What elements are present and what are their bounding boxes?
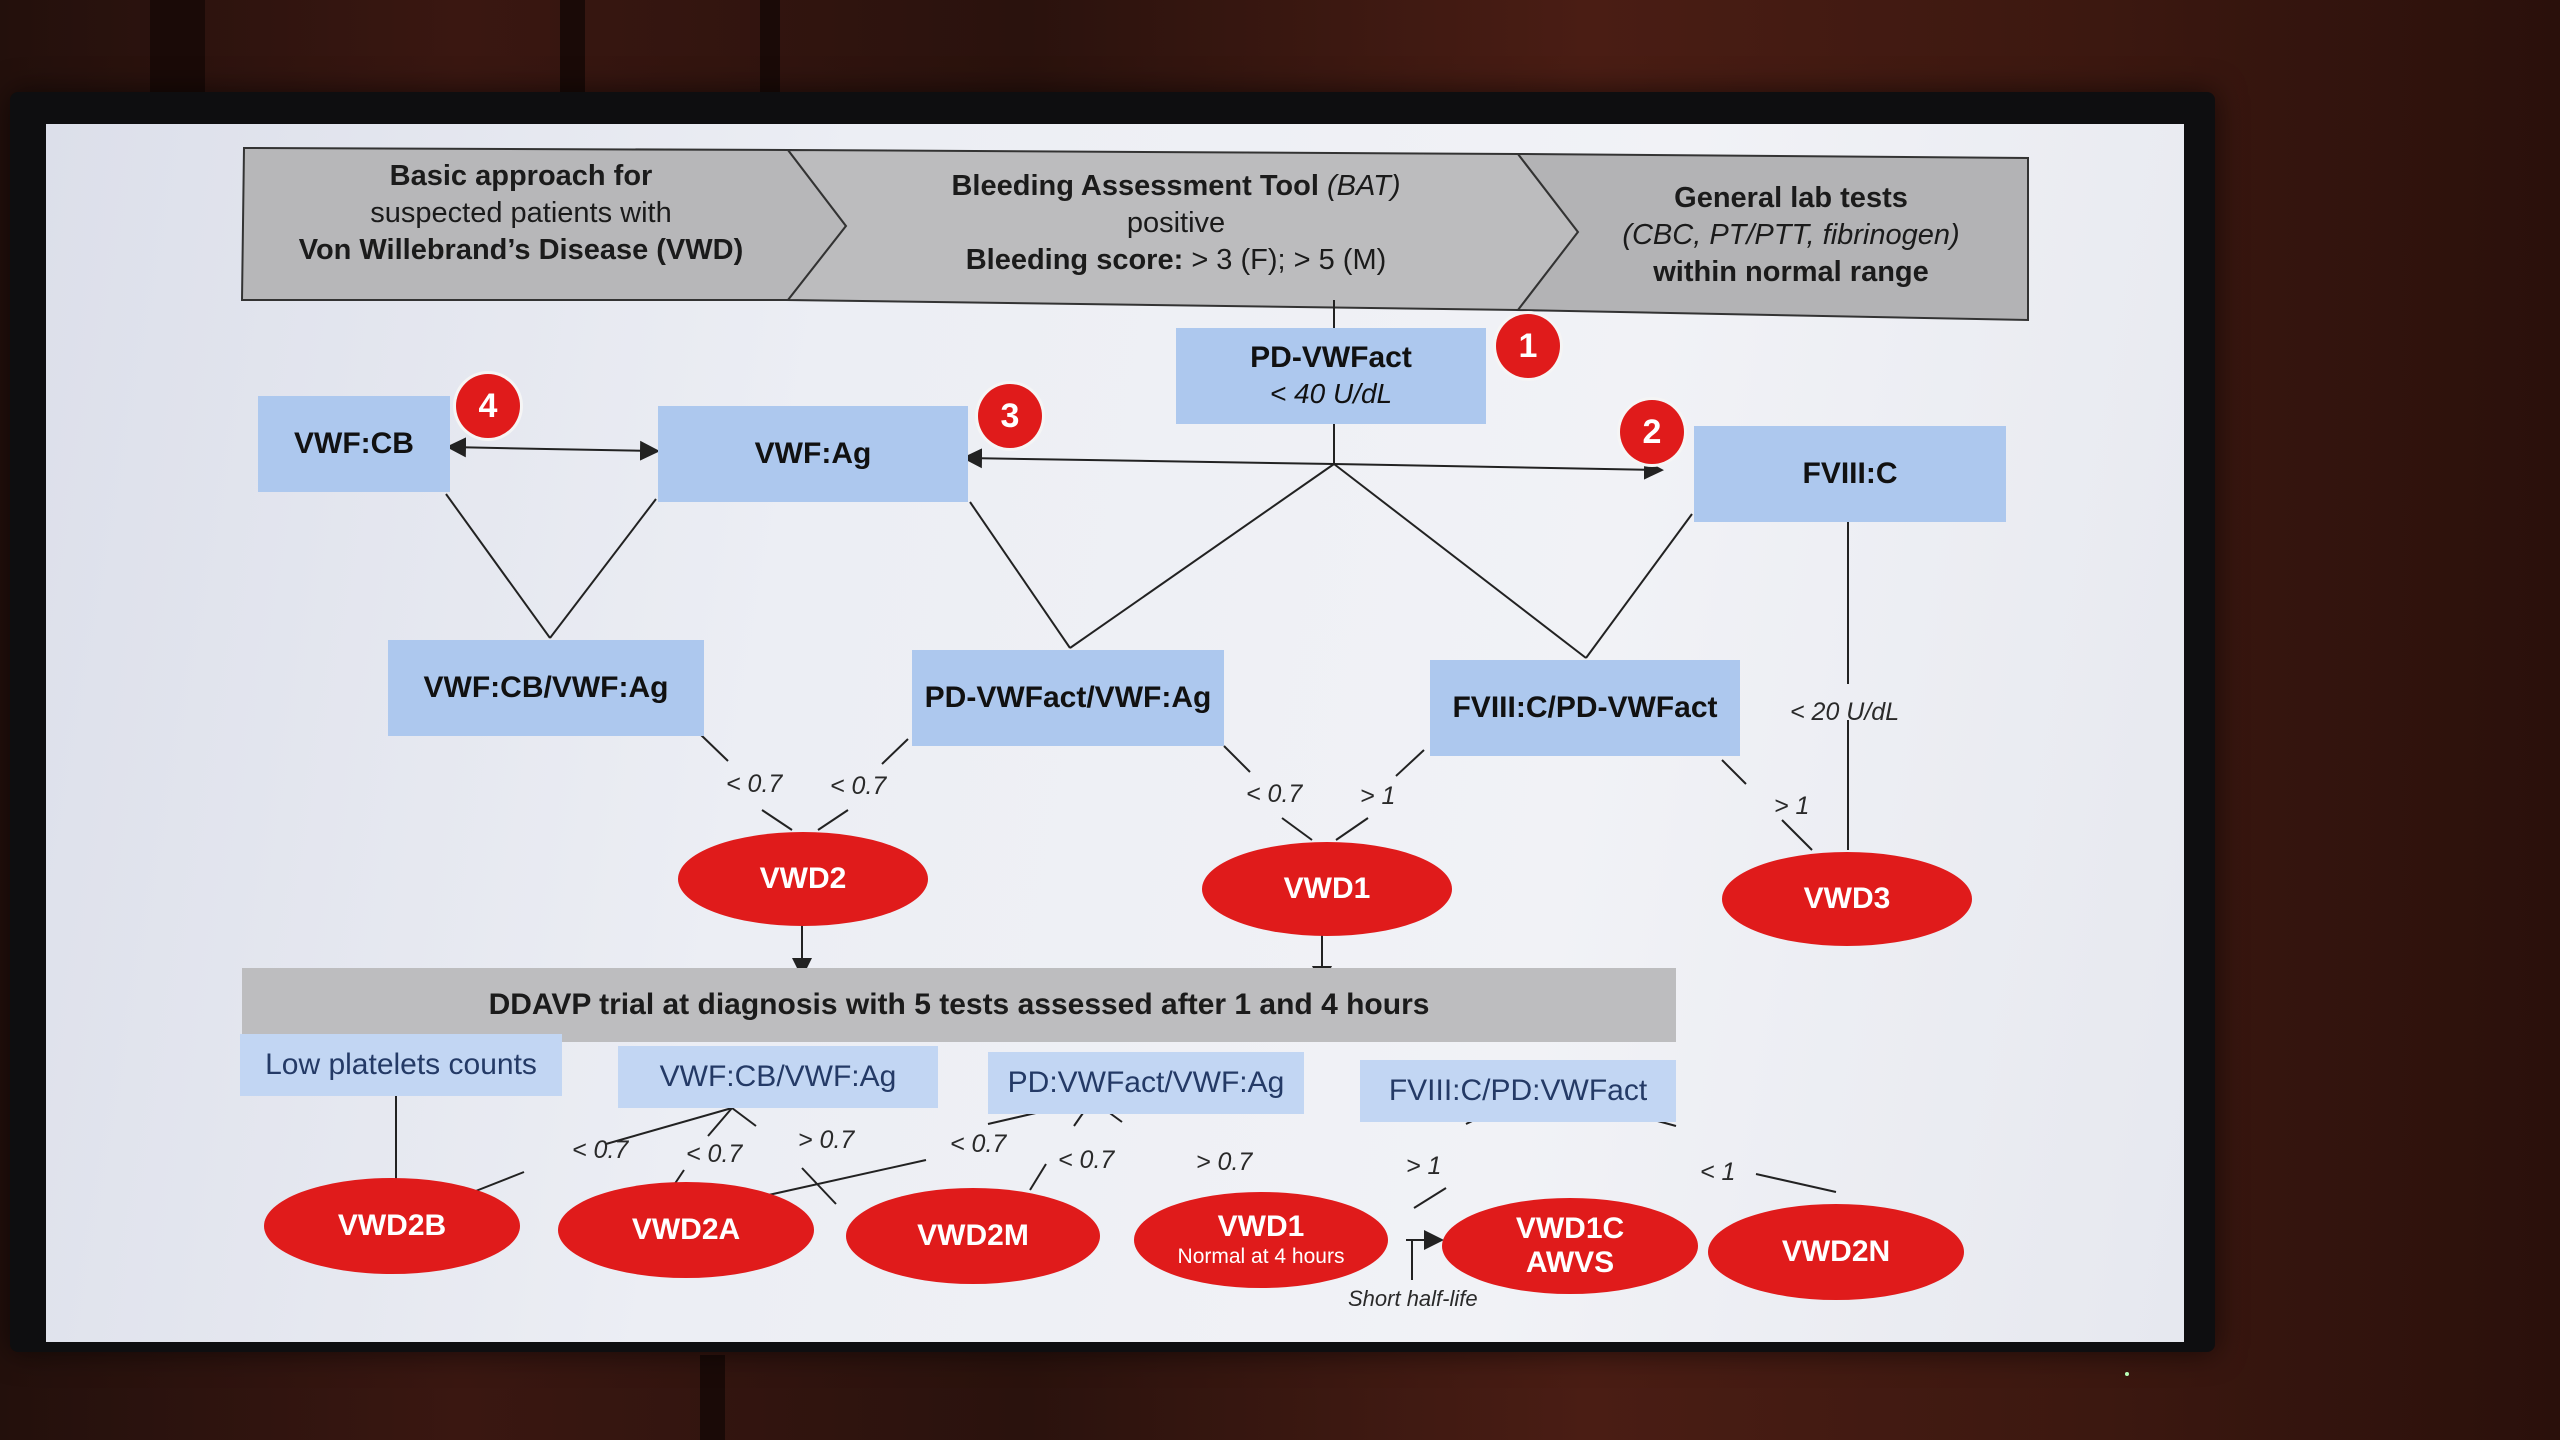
header-step-2-line2: positive <box>1126 207 1226 239</box>
background-pillar <box>760 0 780 110</box>
threshold-label: < 0.7 <box>950 1130 1007 1158</box>
vwf-cb-ag-box: VWF:CB/VWF:Ag <box>388 640 704 736</box>
threshold-label: < 0.7 <box>830 772 887 800</box>
header-step-1: Basic approach for suspected patients wi… <box>266 158 776 269</box>
ddavp-test-fviii-pd: FVIII:C/PD:VWFact <box>1360 1060 1676 1122</box>
diagnosis-vwd2n: VWD2N <box>1708 1204 1964 1300</box>
monitor-power-led <box>2125 1372 2129 1376</box>
header-step-3-line1: General lab tests <box>1674 182 1908 214</box>
header-step-2-title: Bleeding Assessment Tool <box>951 170 1319 202</box>
background-pillar <box>700 1355 725 1440</box>
short-half-life-note: Short half-life <box>1348 1286 1478 1311</box>
pd-vwfact-ag-box: PD-VWFact/VWF:Ag <box>912 650 1224 746</box>
threshold-label: > 0.7 <box>1196 1148 1253 1176</box>
threshold-label: < 0.7 <box>726 770 783 798</box>
header-chevron-3 <box>1515 152 2029 322</box>
diagnosis-vwd1-normal: VWD1 Normal at 4 hours <box>1134 1192 1388 1288</box>
fviii-c-box: FVIII:C <box>1694 426 2006 522</box>
threshold-label: > 1 <box>1406 1152 1442 1180</box>
diagnosis-vwd1c-line1: VWD1C <box>1515 1212 1625 1245</box>
step-badge-4: 4 <box>456 374 520 438</box>
pd-vwfact-threshold: < 40 U/dL <box>1269 378 1393 409</box>
header-step-3-line3: within normal range <box>1653 256 1929 288</box>
vwf-cb-box: VWF:CB <box>258 396 450 492</box>
slide: Basic approach for suspected patients wi… <box>46 124 2184 1342</box>
header-step-1-line1: Basic approach for <box>389 160 653 192</box>
background-pillar <box>560 0 585 110</box>
header-step-3: General lab tests (CBC, PT/PTT, fibrinog… <box>1556 180 2026 291</box>
step-badge-2: 2 <box>1620 400 1684 464</box>
header-step-1-line2: suspected patients with <box>370 197 672 229</box>
threshold-label: < 0.7 <box>686 1140 743 1168</box>
diagnosis-vwd1: VWD1 <box>1202 842 1452 936</box>
ddavp-trial-bar: DDAVP trial at diagnosis with 5 tests as… <box>242 968 1676 1042</box>
vwf-ag-box: VWF:Ag <box>658 406 968 502</box>
diagnosis-vwd1-normal-sub: Normal at 4 hours <box>1177 1245 1345 1268</box>
pd-vwfact-box: PD-VWFact < 40 U/dL <box>1176 328 1486 424</box>
flowchart-connectors <box>240 146 2029 1280</box>
header-step-3-line2: (CBC, PT/PTT, fibrinogen) <box>1622 219 1960 251</box>
threshold-label: < 0.7 <box>1058 1146 1115 1174</box>
header-step-2: Bleeding Assessment Tool (BAT) positive … <box>836 168 1516 279</box>
ddavp-test-pd-vwfact-ag: PD:VWFact/VWF:Ag <box>988 1052 1304 1114</box>
ddavp-test-vwf-cb-ag: VWF:CB/VWF:Ag <box>618 1046 938 1108</box>
threshold-label: < 0.7 <box>572 1136 629 1164</box>
diagnosis-vwd3: VWD3 <box>1722 852 1972 946</box>
diagnosis-vwd2a: VWD2A <box>558 1182 814 1278</box>
diagnosis-vwd1c-line2: AWVS <box>1525 1246 1615 1279</box>
threshold-label: < 0.7 <box>1246 780 1303 808</box>
step-badge-3: 3 <box>978 384 1042 448</box>
threshold-label: < 1 <box>1700 1158 1736 1186</box>
header-step-1-line3: Von Willebrand’s Disease (VWD) <box>298 234 744 266</box>
diagnosis-vwd2b: VWD2B <box>264 1178 520 1274</box>
pd-vwfact-label: PD-VWFact <box>1250 341 1412 374</box>
threshold-label: > 1 <box>1774 792 1810 820</box>
header-step-2-score-label: Bleeding score: <box>965 244 1184 276</box>
diagnosis-vwd1-normal-label: VWD1 <box>1217 1210 1305 1243</box>
header-step-2-abbrev: (BAT) <box>1326 170 1401 202</box>
threshold-label: > 1 <box>1360 782 1396 810</box>
fviii-pd-box: FVIII:C/PD-VWFact <box>1430 660 1740 756</box>
header-step-2-score-value: > 3 (F); > 5 (M) <box>1191 244 1387 276</box>
diagnosis-vwd2m: VWD2M <box>846 1188 1100 1284</box>
step-badge-1: 1 <box>1496 314 1560 378</box>
background-pillar <box>150 0 205 110</box>
threshold-label: < 20 U/dL <box>1790 698 1900 726</box>
diagnosis-vwd2: VWD2 <box>678 832 928 926</box>
ddavp-test-platelets: Low platelets counts <box>240 1034 562 1096</box>
diagnosis-vwd1c: VWD1C AWVS <box>1442 1198 1698 1294</box>
threshold-label: > 0.7 <box>798 1126 855 1154</box>
